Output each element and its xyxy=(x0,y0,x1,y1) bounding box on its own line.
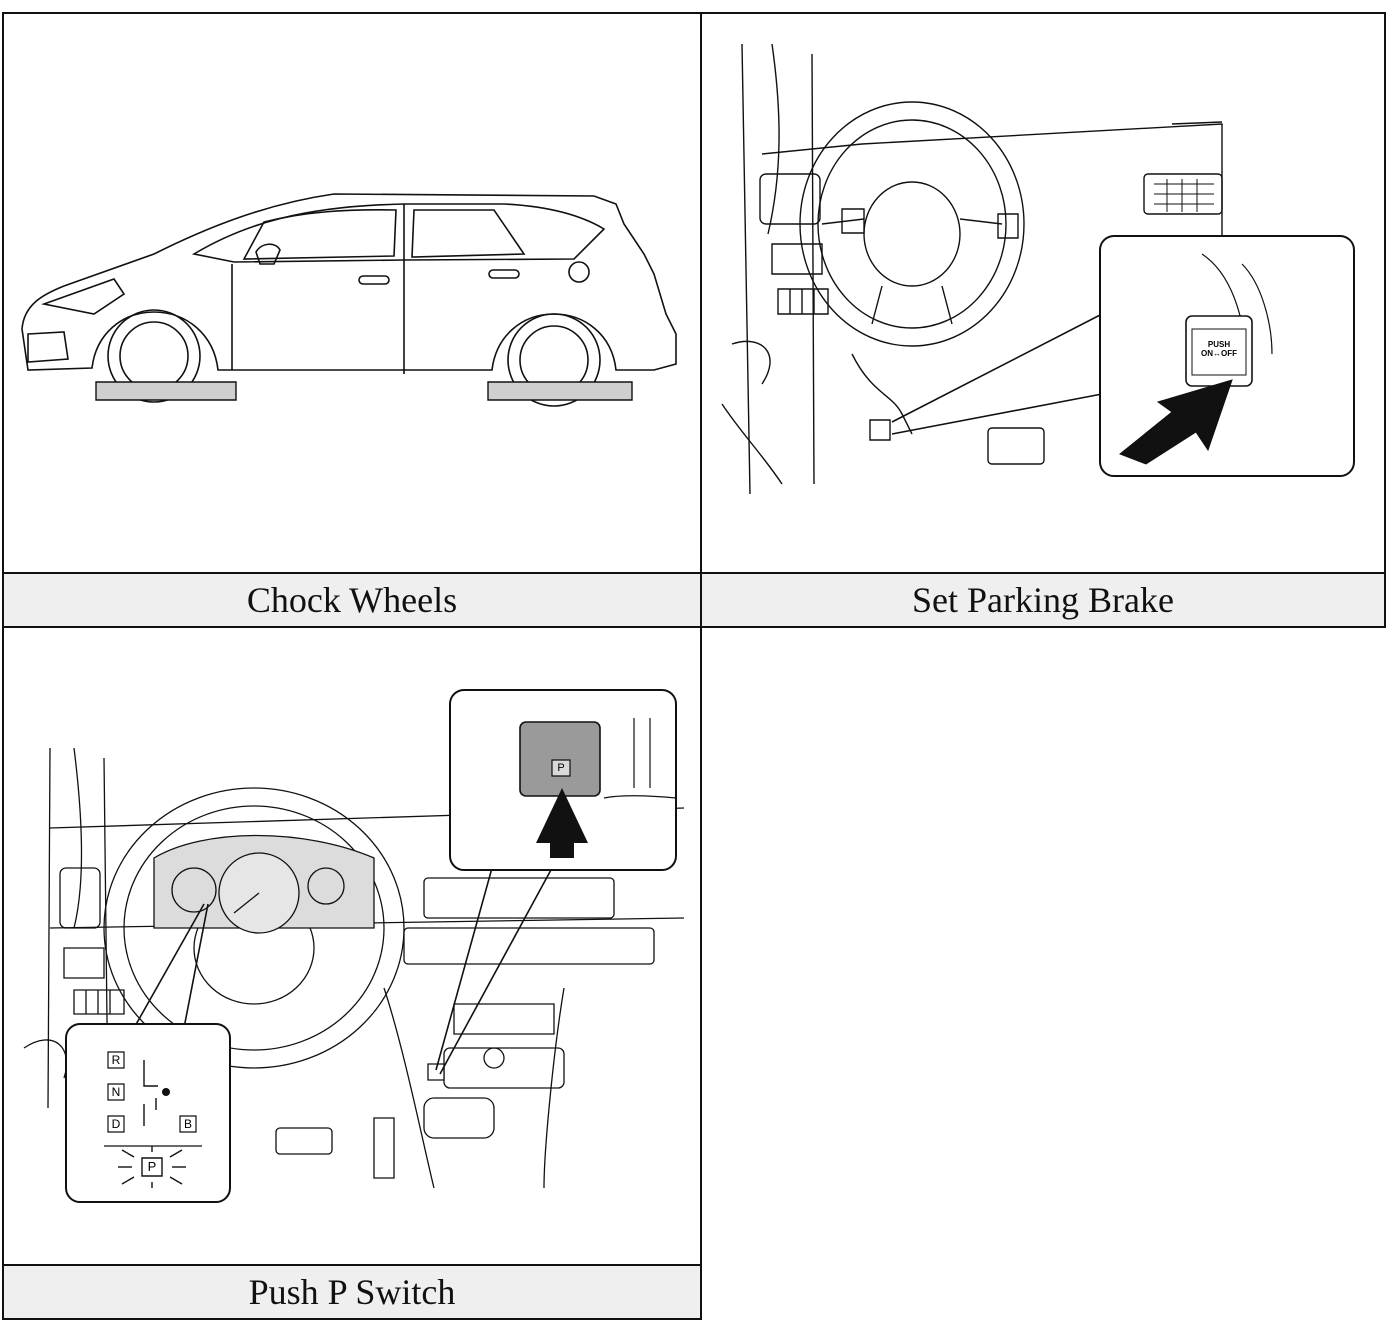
p-switch-inset xyxy=(450,690,676,870)
p-switch-label: P xyxy=(557,762,565,774)
shift-d-label: D xyxy=(111,1117,121,1131)
push-arrow-icon xyxy=(536,788,588,858)
push-arrow-icon xyxy=(1120,380,1232,464)
shift-p-label: P xyxy=(147,1159,157,1174)
flash-icon xyxy=(118,1146,186,1188)
shift-b-label: B xyxy=(183,1117,192,1131)
caption-chock-wheels: Chock Wheels xyxy=(2,572,702,628)
panel-push-p-switch: R N D B P P xyxy=(2,626,702,1266)
shift-r-label: R xyxy=(111,1053,121,1067)
shift-n-label: N xyxy=(111,1085,121,1099)
dashboard-illustration xyxy=(4,628,700,1264)
caption-push-p-switch: Push P Switch xyxy=(2,1264,702,1320)
caption-set-parking-brake: Set Parking Brake xyxy=(700,572,1386,628)
wheel-chock-icon xyxy=(96,382,632,400)
parking-brake-illustration xyxy=(702,14,1384,572)
push-on-off-label: PUSH ON↔OFF xyxy=(1201,340,1237,358)
panel-set-parking-brake: PUSH ON↔OFF xyxy=(700,12,1386,574)
car-side-illustration xyxy=(4,14,700,572)
shift-indicator-inset xyxy=(66,1024,230,1202)
panel-chock-wheels xyxy=(2,12,702,574)
parking-brake-inset xyxy=(1100,236,1354,476)
